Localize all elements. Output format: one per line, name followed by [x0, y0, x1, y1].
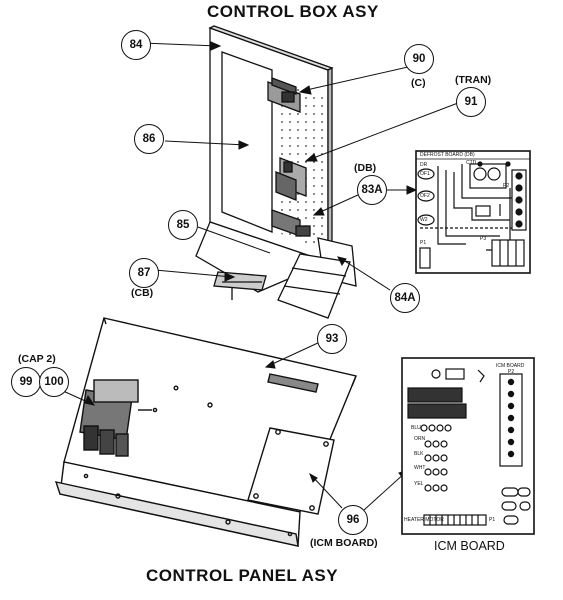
callout-100: 100 [39, 367, 69, 397]
callout-83a: 83A [357, 175, 387, 205]
callout-90: 90 [404, 44, 434, 74]
tag-db: (DB) [354, 162, 377, 174]
tag-tran: (TRAN) [455, 74, 492, 86]
icm-board-orn: ORN [414, 436, 426, 442]
icm-board-blk: BLK [414, 451, 424, 457]
control-box-perforations [276, 78, 324, 250]
callout-84a: 84A [390, 283, 420, 313]
defrost-board-detail [415, 150, 531, 274]
icm-board-heater-motor: HEATER MOTOR [404, 517, 444, 523]
icm-board-blu: BLU [411, 425, 421, 431]
tag-icm-board: (ICM BOARD) [310, 537, 378, 549]
tag-c: (C) [411, 77, 426, 89]
callout-99: 99 [11, 367, 41, 397]
callout-85: 85 [168, 210, 198, 240]
callout-84: 84 [121, 30, 151, 60]
icm-mount-plate [247, 427, 335, 515]
defrost-board-dr: DR [420, 162, 428, 168]
icm-board-p1: P1 [489, 517, 496, 523]
callout-93: 93 [317, 324, 347, 354]
bracket-plate-part [277, 237, 357, 319]
control-panel-title: CONTROL PANEL ASY [146, 566, 339, 585]
contactor-part [267, 77, 301, 113]
transformer-part [275, 157, 307, 201]
defrost-board-p3: P3 [480, 236, 487, 242]
tag-cb: (CB) [131, 287, 154, 299]
control-panel-slot [267, 373, 319, 393]
control-box-frame-opening [221, 51, 273, 233]
callout-91: 91 [456, 87, 486, 117]
callout-86: 86 [134, 124, 164, 154]
control-box-title: CONTROL BOX ASY [207, 2, 379, 21]
defrost-board-mount [271, 209, 311, 237]
defrost-board-w2: W2 [420, 217, 428, 223]
icm-board-wht: WHT [414, 465, 426, 471]
defrost-board-ctd: CTD [466, 160, 477, 166]
control-box-assembly [141, 25, 459, 319]
icm-board-p2: P2 [508, 369, 515, 375]
leader-lines-top [141, 41, 459, 291]
icm-board-caption: ICM BOARD [434, 539, 505, 553]
defrost-board-t2: OF2 [420, 193, 430, 199]
icm-board-detail [401, 357, 535, 535]
icm-board-header: ICM BOARD [496, 363, 525, 369]
callout-96: 96 [338, 505, 368, 535]
defrost-board-p2: P2 [503, 183, 510, 189]
icm-board-yel: YEL [414, 481, 424, 487]
tag-cap2: (CAP 2) [18, 353, 56, 365]
defrost-board-header: DEFROST BOARD (DB) [420, 152, 475, 158]
control-panel-assembly [51, 317, 410, 547]
callout-87: 87 [129, 258, 159, 288]
defrost-board-t1: OF1 [420, 171, 430, 177]
defrost-board-p1: P1 [420, 240, 427, 246]
capacitor-part [79, 379, 152, 457]
control-box-back-plate-side [327, 66, 333, 264]
